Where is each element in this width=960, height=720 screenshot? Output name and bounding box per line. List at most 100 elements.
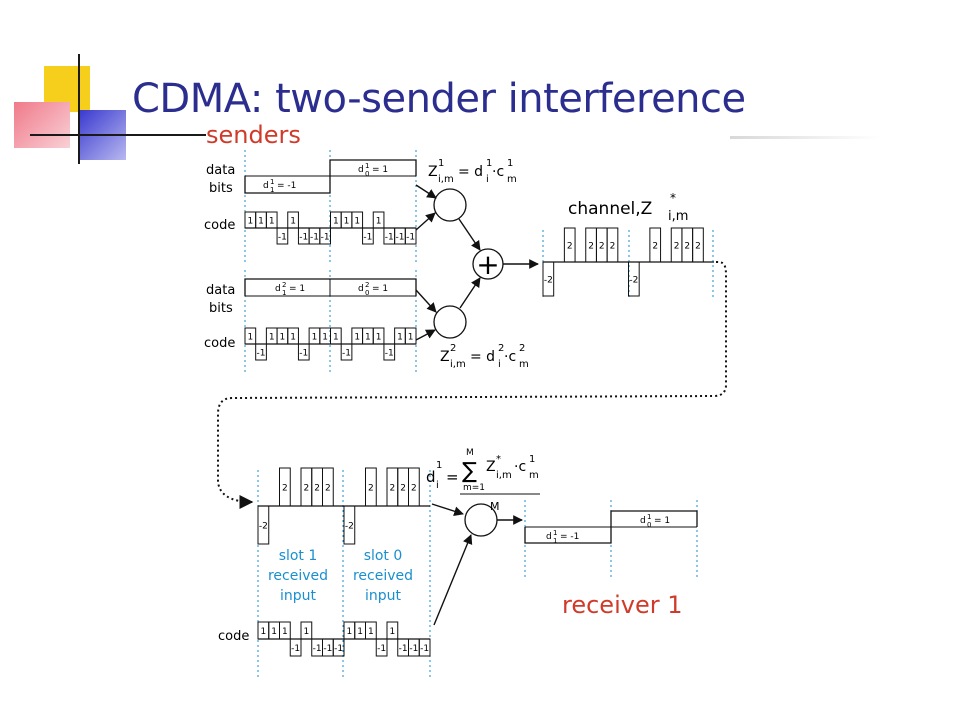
chip-label: 1 (354, 216, 360, 226)
slot1-bit-d: d (263, 181, 269, 191)
bits-label: bits (209, 181, 233, 196)
chip-label: 1 (280, 332, 286, 342)
chip-bar (362, 227, 374, 245)
arrow (458, 218, 481, 251)
formula-top: M (466, 448, 474, 458)
chip-label: 2 (599, 241, 605, 251)
formula-c: ·c (504, 349, 516, 365)
chip-bar (408, 467, 420, 507)
chip-label: 1 (397, 332, 403, 342)
encoder-circle (433, 188, 467, 222)
formula-z-sub: i,m (438, 174, 454, 185)
formula-eq: = (446, 468, 459, 486)
chip-bar (383, 343, 396, 361)
formula-c-sub: m (507, 174, 517, 185)
chip-label: 1 (304, 627, 310, 637)
chip-label: -1 (299, 232, 308, 242)
chip-bar (319, 227, 331, 245)
chip-bar (628, 261, 640, 297)
chip-bar (297, 343, 310, 361)
slot1-bit-sub: 1 (282, 289, 286, 297)
arrow (415, 329, 436, 341)
chip-label: 2 (610, 241, 616, 251)
chip-label: 2 (588, 241, 594, 251)
chip-label: 1 (408, 332, 414, 342)
slot0-label-line1: slot 0 (364, 548, 403, 564)
chip-label: 2 (652, 241, 658, 251)
chip-label: 2 (674, 241, 680, 251)
chip-label: 1 (376, 216, 382, 226)
chip-bar (351, 211, 364, 229)
slot0-bit-d: d (358, 165, 364, 175)
slot0-label-line3: input (365, 588, 402, 604)
decoded-slot1-sup: 1 (553, 529, 557, 537)
chip-label: 1 (269, 332, 275, 342)
arrow (459, 277, 481, 309)
chip-label: 1 (290, 332, 296, 342)
chip-label: -2 (629, 275, 638, 285)
formula-rhs: = d (470, 349, 495, 365)
chip-label: -1 (406, 232, 415, 242)
combiner-symbol: + (476, 248, 499, 281)
slot1-bit-sup: 2 (282, 281, 286, 289)
chip-label: -1 (420, 644, 429, 654)
chip-label: -1 (377, 644, 386, 654)
chip-label: 1 (365, 332, 371, 342)
title-rule (730, 136, 880, 139)
formula-z: Z (428, 164, 438, 180)
chip-label: 1 (390, 627, 396, 637)
chip-bar (332, 638, 345, 657)
chip-label: -1 (395, 232, 404, 242)
chip-bar (404, 227, 417, 245)
chip-label: -1 (385, 232, 394, 242)
data-label: data (206, 163, 235, 178)
chip-label: 1 (258, 216, 264, 226)
chip-label: -1 (342, 348, 351, 358)
chip-label: -1 (278, 232, 287, 242)
code-label: code (218, 629, 249, 644)
code-label: code (204, 218, 235, 233)
encoder-circle (433, 305, 467, 339)
slot0-bit-value: = 1 (372, 165, 388, 175)
chip-bar (343, 505, 356, 545)
decoded-slot0-sub: 0 (647, 521, 651, 529)
formula-d-sup: 1 (436, 460, 442, 471)
slot1-bit-value: = 1 (289, 284, 305, 294)
decoded-slot0-value: = 1 (654, 516, 670, 526)
formula-z-sup: 2 (450, 343, 456, 354)
arrow (415, 212, 436, 231)
chip-label: 2 (684, 241, 690, 251)
chip-label: -1 (385, 348, 394, 358)
chip-bar (563, 227, 576, 263)
formula-c: ·c (514, 459, 526, 475)
decoded-slot1-sub: 1 (553, 537, 557, 545)
chip-bar (255, 343, 267, 361)
slot0-bit-value: = 1 (372, 284, 388, 294)
chip-label: 2 (282, 483, 288, 493)
decoded-slot1-d: d (546, 532, 552, 542)
slot1-bit-d: d (275, 284, 281, 294)
formula-c-sup: 1 (507, 158, 513, 169)
chip-bar (279, 467, 291, 507)
chip-label: 1 (312, 332, 318, 342)
chip-label: 2 (304, 483, 310, 493)
chip-bar (649, 227, 662, 263)
chip-label: 1 (269, 216, 275, 226)
chip-bar (372, 211, 385, 229)
formula-term: Z (486, 459, 496, 475)
chip-label: 2 (390, 483, 396, 493)
chip-label: -1 (363, 232, 372, 242)
chip-label: -1 (257, 348, 266, 358)
arrow (431, 503, 464, 516)
formula-sum: ∑ (462, 459, 477, 484)
formula-z-sub: i,m (450, 359, 466, 370)
chip-label: 1 (333, 332, 339, 342)
slot1-bit-sup: 1 (270, 178, 274, 186)
slot0-bit-d: d (358, 284, 364, 294)
chip-label: -1 (299, 348, 308, 358)
chip-label: -1 (310, 232, 319, 242)
formula-d-sup: 1 (486, 158, 492, 169)
bits-label: bits (209, 301, 233, 316)
